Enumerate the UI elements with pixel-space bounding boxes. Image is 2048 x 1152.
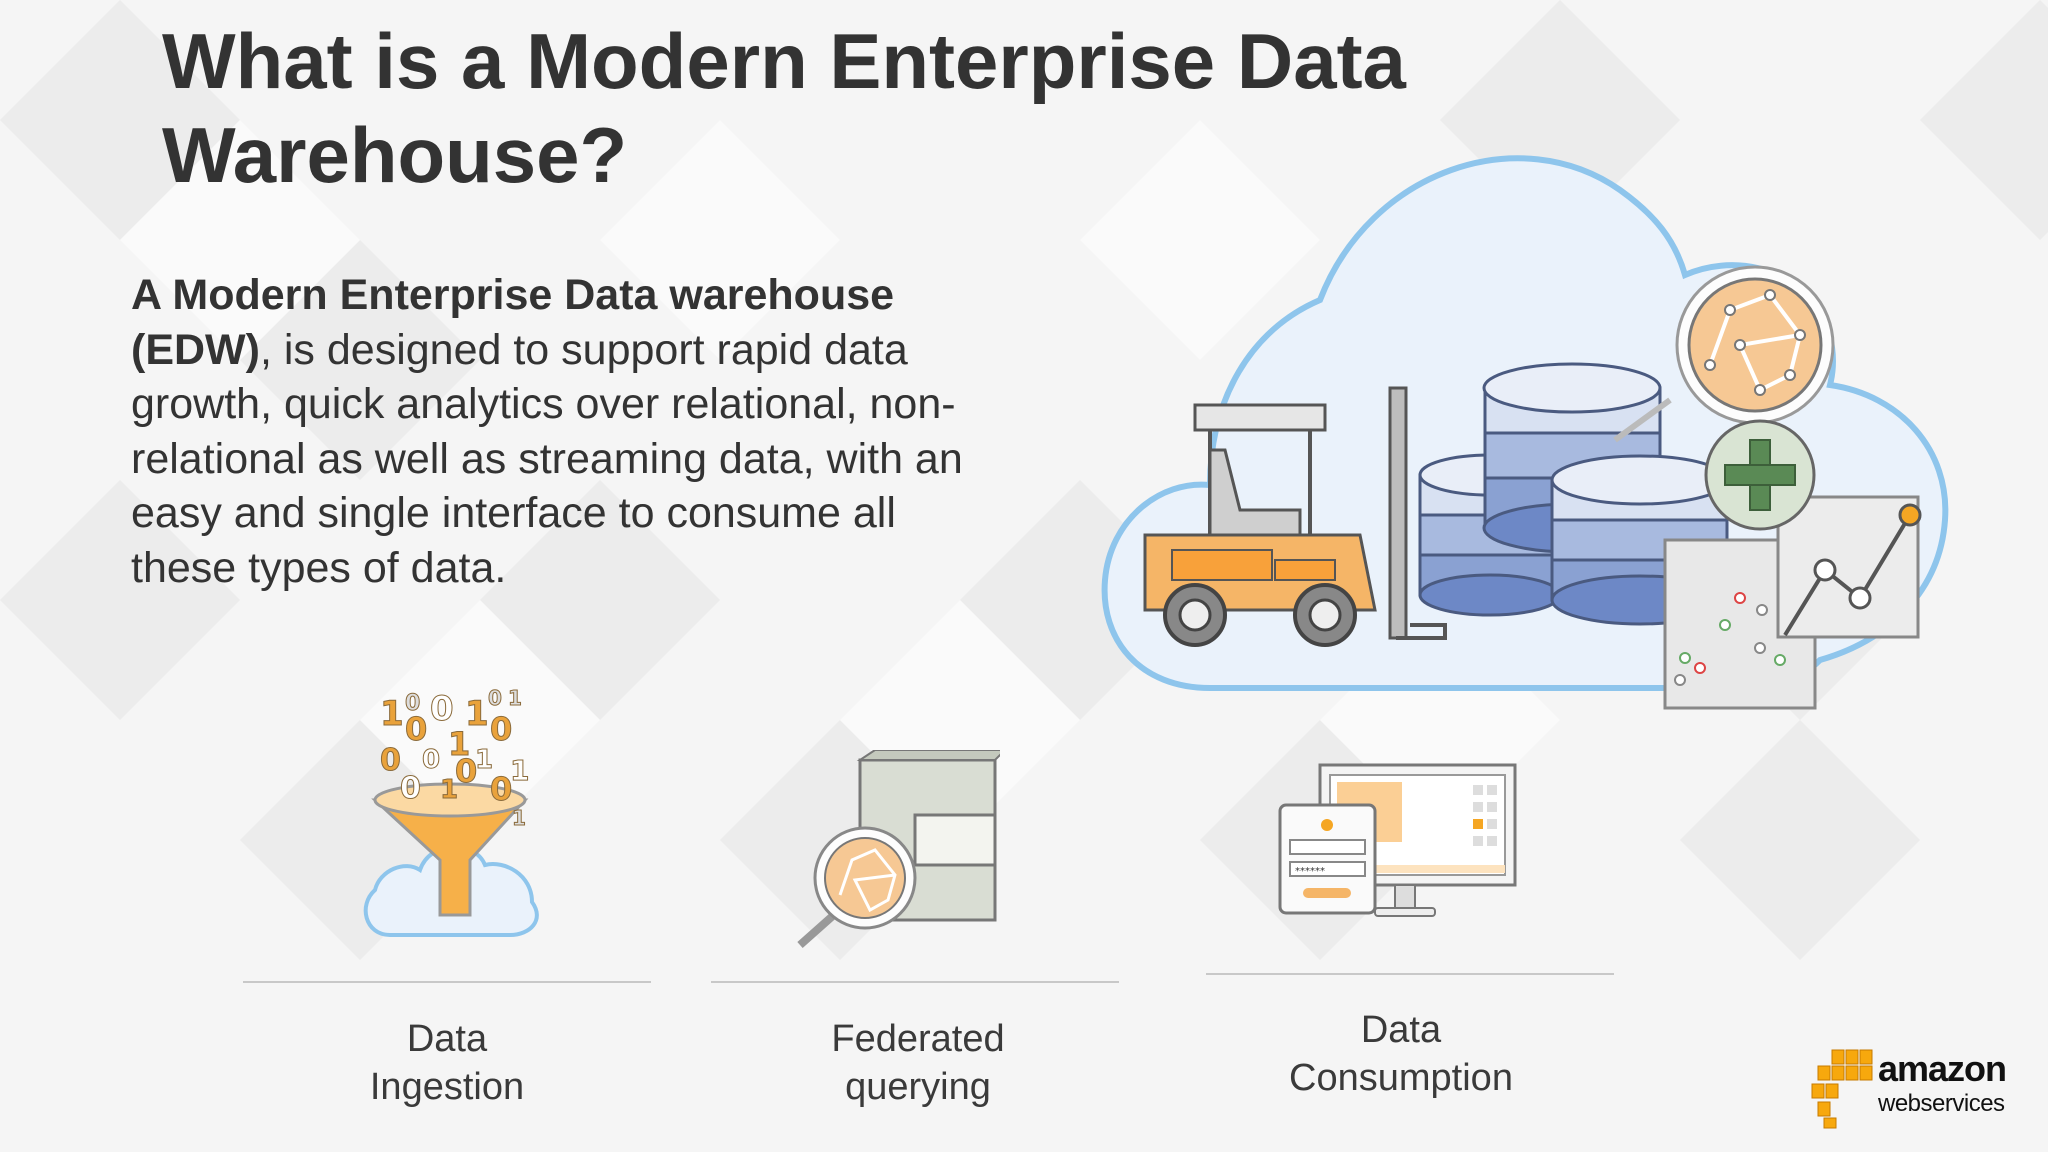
- divider-querying: [711, 981, 1119, 983]
- network-graph-icon: [1613, 265, 1835, 443]
- forklift-mast: [1388, 386, 1408, 640]
- binary-digit: 1: [440, 775, 458, 805]
- caption-line: Consumption: [1289, 1057, 1513, 1099]
- caption-line: Ingestion: [369, 1066, 525, 1108]
- plus-icon: [1704, 419, 1816, 531]
- binary-digit: 1: [380, 694, 404, 734]
- caption-data-consumption: Data Consumption: [1191, 1006, 1611, 1102]
- divider-consumption: [1206, 973, 1614, 975]
- data-warehouse-illustration: [1101, 155, 1949, 710]
- data-consumption-icon: ******: [1278, 763, 1517, 917]
- caption-line: Data: [1360, 1009, 1442, 1051]
- password-mask: ******: [1295, 866, 1325, 877]
- binary-digit: 0: [380, 743, 401, 778]
- line-chart-icon: [1776, 495, 1922, 639]
- caption-line: querying: [845, 1066, 991, 1108]
- binary-digit: 0: [400, 771, 421, 806]
- binary-digit: 0: [455, 752, 477, 790]
- caption-line: Federated: [831, 1018, 1005, 1060]
- binary-digit: 0: [430, 689, 454, 729]
- divider-ingestion: [243, 981, 651, 983]
- binary-digit: 1: [508, 686, 522, 710]
- data-ingestion-icon: 1 0 0 1 0 1 0 0 1 0 0 1 0 1 0 1 0 1: [363, 686, 539, 937]
- binary-digit: 0: [405, 691, 420, 716]
- binary-digit: 1: [465, 694, 489, 734]
- aws-logo: amazon webservices: [1810, 1048, 2028, 1130]
- binary-digit: 1: [512, 806, 526, 830]
- forklift-icon: [1143, 403, 1377, 647]
- binary-digit: 0: [422, 745, 440, 775]
- page-title: What is a Modern Enterprise Data Warehou…: [162, 17, 1406, 199]
- binary-digit: 1: [510, 754, 529, 787]
- binary-digit: 0: [488, 686, 502, 710]
- aws-subline: webservices: [1878, 1090, 2005, 1117]
- binary-digit: 1: [448, 725, 470, 763]
- description-rest: , is designed to support rapid data grow…: [131, 325, 963, 592]
- binary-digit: 0: [405, 710, 427, 748]
- caption-data-ingestion: Data Ingestion: [237, 1015, 657, 1111]
- caption-federated-querying: Federated querying: [708, 1015, 1128, 1111]
- binary-digit: 1: [475, 745, 493, 775]
- federated-querying-icon: [797, 750, 1000, 948]
- description-paragraph: A Modern Enterprise Data warehouse (EDW)…: [131, 268, 1011, 595]
- aws-wordmark: amazon: [1878, 1048, 2007, 1089]
- description-bold: A Modern Enterprise Data warehouse (EDW): [131, 271, 895, 374]
- caption-line: Data: [406, 1018, 488, 1060]
- aws-cubes-icon: [1811, 1049, 1873, 1129]
- binary-digit: 0: [490, 770, 512, 808]
- binary-digit: 0: [490, 710, 512, 748]
